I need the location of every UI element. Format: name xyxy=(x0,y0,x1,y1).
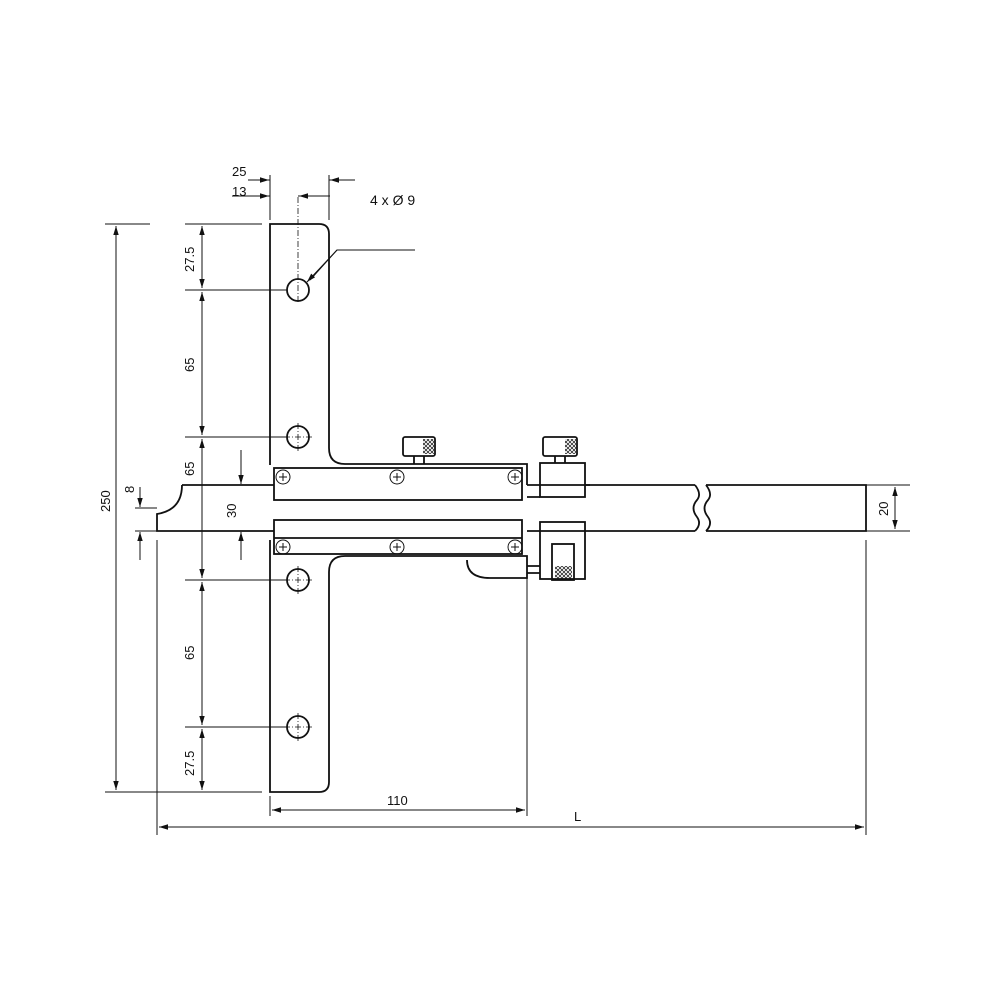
dim-plate-width: 25 xyxy=(232,164,246,179)
lower-plate xyxy=(269,540,528,793)
dim-total-height: 250 xyxy=(98,490,113,512)
knurled-knob-icon xyxy=(402,436,590,581)
dim-center-to-hole: 65 xyxy=(182,462,197,476)
upper-clamp-bar xyxy=(273,467,523,501)
dim-top-hole-offset: 27.5 xyxy=(182,247,197,272)
dim-tip-height: 8 xyxy=(122,486,137,493)
dim-base-length: 110 xyxy=(387,793,408,808)
dim-top-hole-spacing: 65 xyxy=(182,358,197,372)
dim-bottom-hole-offset: 27.5 xyxy=(182,751,197,776)
dim-holes: 4 x Ø 9 xyxy=(370,192,415,208)
dim-beam-height: 20 xyxy=(876,502,891,516)
beam xyxy=(156,484,867,532)
upper-plate xyxy=(269,223,528,485)
mounting-hole-icon xyxy=(284,197,312,741)
dim-lower-hole-spacing: 65 xyxy=(182,646,197,660)
dim-slot-width: 30 xyxy=(224,504,239,518)
lower-clamp-bar xyxy=(273,519,523,555)
dim-hole-offset: 13 xyxy=(232,184,246,199)
screw-icon xyxy=(275,469,523,555)
dim-total-length: L xyxy=(574,809,581,824)
